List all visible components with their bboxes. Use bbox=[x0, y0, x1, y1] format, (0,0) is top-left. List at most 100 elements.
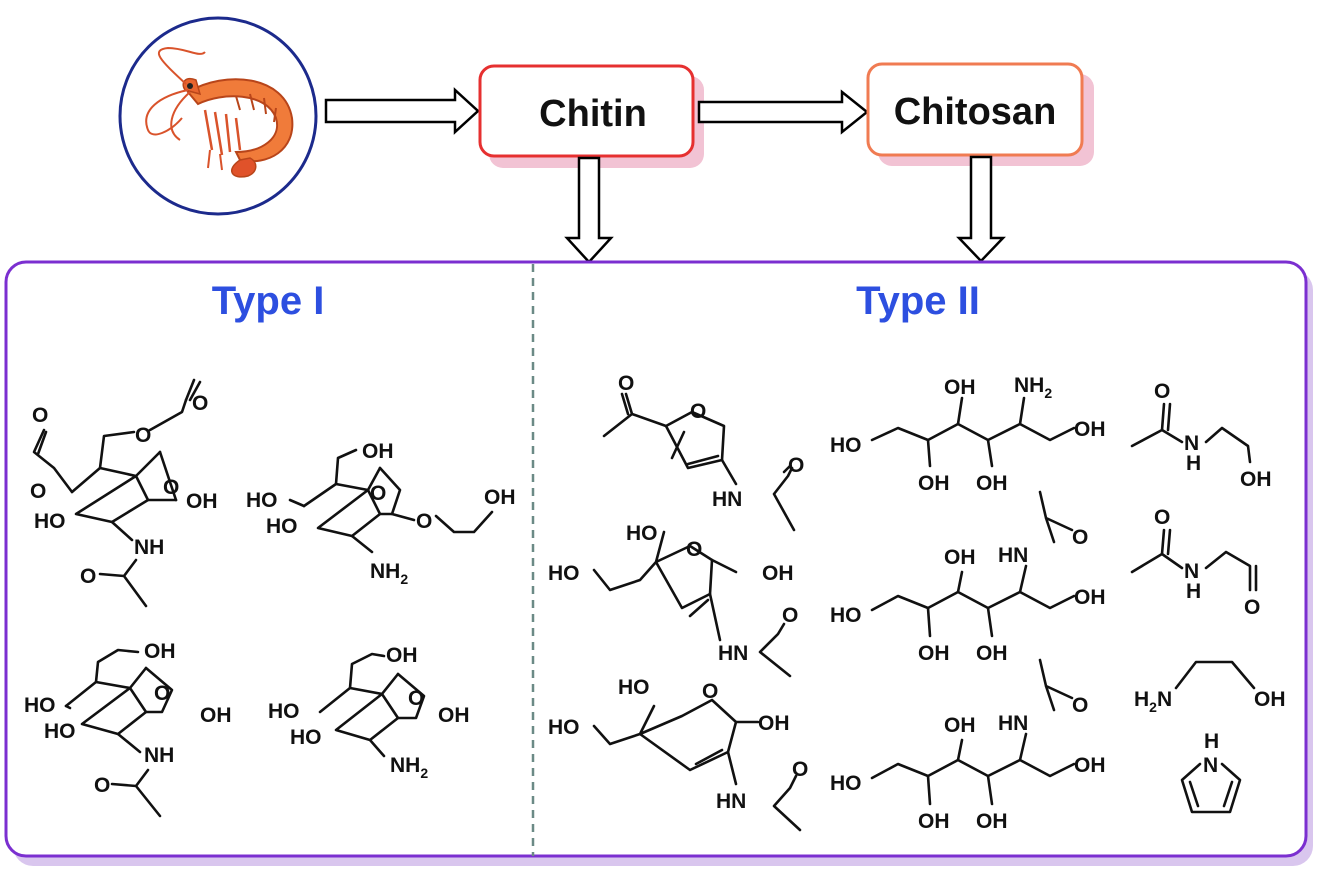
svg-text:O: O bbox=[1072, 526, 1088, 549]
svg-text:HO: HO bbox=[34, 510, 66, 533]
svg-text:OH: OH bbox=[386, 644, 418, 667]
svg-text:O: O bbox=[408, 687, 424, 710]
shrimp-source bbox=[118, 16, 318, 216]
type1-structure-1: O O O O O OH HO NH O bbox=[30, 378, 218, 608]
svg-text:HN: HN bbox=[716, 790, 746, 813]
svg-text:O: O bbox=[1154, 380, 1170, 403]
type2-hydroxyfuran: HO HO O OH HN O bbox=[548, 676, 808, 832]
svg-text:HN: HN bbox=[712, 488, 742, 511]
svg-text:HO: HO bbox=[830, 772, 862, 795]
svg-text:OH: OH bbox=[1074, 754, 1106, 777]
svg-text:HN: HN bbox=[718, 642, 748, 665]
svg-text:OH: OH bbox=[362, 440, 394, 463]
svg-text:O: O bbox=[163, 476, 179, 499]
arrow-chitin-down bbox=[564, 156, 614, 264]
svg-text:O: O bbox=[702, 680, 718, 703]
svg-text:O: O bbox=[1072, 694, 1088, 717]
svg-text:OH: OH bbox=[976, 810, 1008, 833]
svg-text:HO: HO bbox=[626, 522, 658, 545]
svg-text:NH: NH bbox=[134, 536, 164, 559]
svg-text:NH2: NH2 bbox=[1014, 374, 1052, 401]
svg-text:H: H bbox=[1186, 452, 1201, 475]
svg-text:O: O bbox=[154, 682, 170, 705]
type2-furan-acetyl: O O HN O bbox=[602, 372, 804, 532]
svg-text:HO: HO bbox=[24, 694, 56, 717]
svg-text:OH: OH bbox=[144, 640, 176, 663]
svg-text:HN: HN bbox=[998, 544, 1028, 567]
svg-text:O: O bbox=[30, 480, 46, 503]
type1-structure-2: OH O HO HO O OH NH2 bbox=[246, 440, 516, 587]
type1-title: Type I bbox=[212, 279, 325, 323]
chitosan-box: Chitosan bbox=[866, 62, 1094, 166]
svg-text:OH: OH bbox=[1240, 468, 1272, 491]
svg-text:OH: OH bbox=[1074, 418, 1106, 441]
svg-text:HO: HO bbox=[548, 562, 580, 585]
type2-aminohexitol: HO OH OH OH NH2 OH bbox=[830, 374, 1106, 495]
svg-text:N: N bbox=[1184, 560, 1199, 583]
type1-structure-3: OH O HO HO OH NH O bbox=[24, 640, 232, 818]
svg-text:O: O bbox=[788, 454, 804, 477]
svg-text:NH2: NH2 bbox=[390, 754, 428, 781]
type2-acetamidoacetaldehyde: O N H O bbox=[1130, 506, 1260, 619]
svg-text:OH: OH bbox=[1254, 688, 1286, 711]
svg-text:NH2: NH2 bbox=[370, 560, 408, 587]
svg-text:OH: OH bbox=[944, 546, 976, 569]
svg-text:H2N: H2N bbox=[1134, 688, 1172, 715]
svg-text:H: H bbox=[1204, 730, 1219, 753]
type2-dihydrofuran: HO HO O OH HN O bbox=[548, 522, 798, 678]
svg-text:HO: HO bbox=[44, 720, 76, 743]
svg-text:O: O bbox=[1154, 506, 1170, 529]
chitin-label: Chitin bbox=[539, 93, 647, 135]
svg-text:OH: OH bbox=[976, 642, 1008, 665]
svg-text:H: H bbox=[1186, 580, 1201, 603]
svg-text:OH: OH bbox=[918, 810, 950, 833]
svg-text:HO: HO bbox=[266, 515, 298, 538]
svg-text:O: O bbox=[135, 424, 151, 447]
svg-text:O: O bbox=[192, 392, 208, 415]
svg-text:OH: OH bbox=[918, 642, 950, 665]
svg-text:OH: OH bbox=[944, 714, 976, 737]
svg-text:O: O bbox=[1244, 596, 1260, 619]
svg-text:OH: OH bbox=[1074, 586, 1106, 609]
arrow-chitosan-down bbox=[956, 155, 1006, 263]
type2-acetamidohexitol-1: HO OH OH HN O OH OH bbox=[830, 490, 1106, 665]
svg-text:O: O bbox=[370, 482, 386, 505]
svg-text:O: O bbox=[792, 758, 808, 781]
chitin-box: Chitin bbox=[478, 64, 704, 168]
svg-text:OH: OH bbox=[976, 472, 1008, 495]
svg-text:HO: HO bbox=[548, 716, 580, 739]
svg-text:O: O bbox=[690, 400, 706, 423]
svg-text:HO: HO bbox=[290, 726, 322, 749]
type2-aminopropanol: H2N OH bbox=[1134, 660, 1286, 715]
svg-text:OH: OH bbox=[918, 472, 950, 495]
svg-text:OH: OH bbox=[200, 704, 232, 727]
svg-text:HO: HO bbox=[830, 604, 862, 627]
svg-text:OH: OH bbox=[186, 490, 218, 513]
type1-structure-4: OH O HO HO OH NH2 bbox=[268, 644, 470, 781]
svg-text:N: N bbox=[1203, 754, 1218, 777]
svg-text:OH: OH bbox=[944, 376, 976, 399]
svg-text:HO: HO bbox=[618, 676, 650, 699]
type2-title: Type II bbox=[856, 279, 980, 323]
shrimp-icon bbox=[145, 46, 294, 178]
svg-text:HO: HO bbox=[830, 434, 862, 457]
svg-text:O: O bbox=[686, 538, 702, 561]
svg-text:OH: OH bbox=[438, 704, 470, 727]
type2-acetamidohexitol-2: HO OH OH HN O OH OH bbox=[830, 658, 1106, 833]
svg-text:O: O bbox=[80, 565, 96, 588]
svg-text:HO: HO bbox=[268, 700, 300, 723]
arrow-to-chitin bbox=[324, 87, 480, 135]
svg-text:O: O bbox=[32, 404, 48, 427]
svg-text:OH: OH bbox=[758, 712, 790, 735]
svg-text:O: O bbox=[618, 372, 634, 395]
svg-text:OH: OH bbox=[762, 562, 794, 585]
svg-text:OH: OH bbox=[484, 486, 516, 509]
svg-text:HN: HN bbox=[998, 712, 1028, 735]
arrow-to-chitosan bbox=[697, 89, 870, 135]
svg-text:O: O bbox=[782, 604, 798, 627]
chitosan-label: Chitosan bbox=[894, 91, 1057, 133]
svg-text:O: O bbox=[416, 510, 432, 533]
type2-hydroxyethylacetamide: O N H OH bbox=[1130, 380, 1272, 491]
svg-text:N: N bbox=[1184, 432, 1199, 455]
